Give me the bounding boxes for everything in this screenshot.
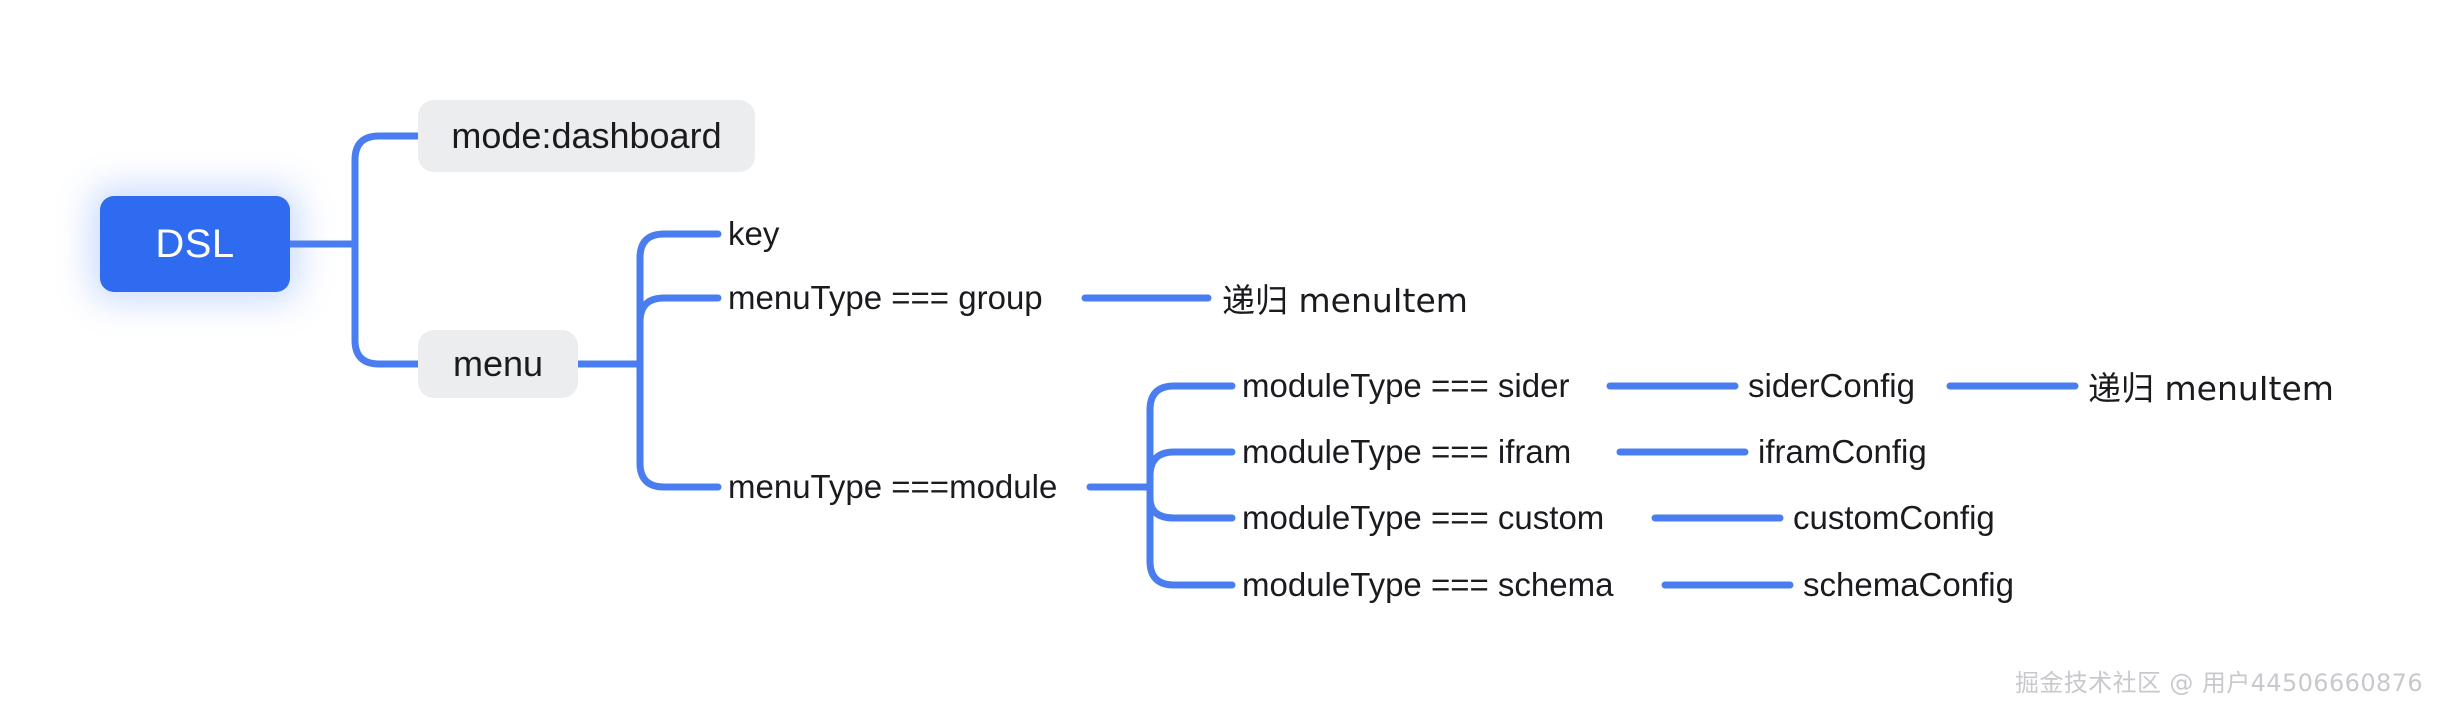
edge-module-to-ifram [1146, 448, 1236, 491]
node-moduletype-ifram[interactable]: moduleType === ifram [1242, 432, 1571, 472]
node-menutype-group-label: menuType === group [728, 279, 1043, 316]
edge-module-to-sider [1146, 382, 1236, 491]
node-menu[interactable]: menu [418, 330, 578, 398]
node-moduletype-ifram-label: moduleType === ifram [1242, 433, 1572, 470]
edge-menu-to-module [636, 360, 722, 491]
edge-module-to-schema [1146, 483, 1236, 589]
watermark-text: 掘金技术社区 @ 用户44506660876 [2014, 669, 2423, 697]
node-sider-recursive-menuitem[interactable]: 递归 menuItem [2088, 366, 2334, 408]
node-key-label: key [728, 215, 780, 252]
node-sider-config-label: siderConfig [1748, 367, 1915, 404]
node-menutype-module-label: menuType ===module [728, 468, 1058, 505]
node-moduletype-sider[interactable]: moduleType === sider [1242, 366, 1569, 406]
edge-menu-to-group [636, 294, 722, 368]
node-key[interactable]: key [728, 214, 779, 254]
node-mode-dashboard[interactable]: mode:dashboard [418, 100, 755, 172]
node-moduletype-schema-label: moduleType === schema [1242, 566, 1614, 603]
node-dsl-root[interactable]: DSL [100, 196, 290, 292]
node-custom-config-label: customConfig [1793, 499, 1995, 536]
node-sider-recursive-menuitem-label: 递归 menuItem [2088, 369, 2334, 408]
edge-root-to-mode [351, 132, 422, 248]
node-ifram-config-label: iframConfig [1758, 433, 1927, 470]
node-dsl-root-label: DSL [155, 221, 235, 266]
node-schema-config[interactable]: schemaConfig [1803, 565, 2014, 605]
node-ifram-config[interactable]: iframConfig [1758, 432, 1927, 472]
edge-menu-to-key [636, 230, 722, 368]
edge-module-to-custom [1146, 483, 1236, 522]
node-menutype-module[interactable]: menuType ===module [728, 467, 1057, 507]
node-group-recursive-menuitem-label: 递归 menuItem [1222, 281, 1468, 320]
edge-root-to-menu [351, 240, 422, 368]
node-moduletype-sider-label: moduleType === sider [1242, 367, 1570, 404]
node-moduletype-custom-label: moduleType === custom [1242, 499, 1605, 536]
watermark: 掘金技术社区 @ 用户44506660876 [2015, 663, 2423, 698]
node-moduletype-schema[interactable]: moduleType === schema [1242, 565, 1613, 605]
node-sider-config[interactable]: siderConfig [1748, 366, 1915, 406]
node-moduletype-custom[interactable]: moduleType === custom [1242, 498, 1604, 538]
node-menutype-group[interactable]: menuType === group [728, 278, 1043, 318]
node-custom-config[interactable]: customConfig [1793, 498, 1995, 538]
node-schema-config-label: schemaConfig [1803, 566, 2014, 603]
node-menu-label: menu [452, 343, 544, 384]
node-group-recursive-menuitem[interactable]: 递归 menuItem [1222, 278, 1468, 320]
node-mode-dashboard-label: mode:dashboard [451, 115, 722, 156]
